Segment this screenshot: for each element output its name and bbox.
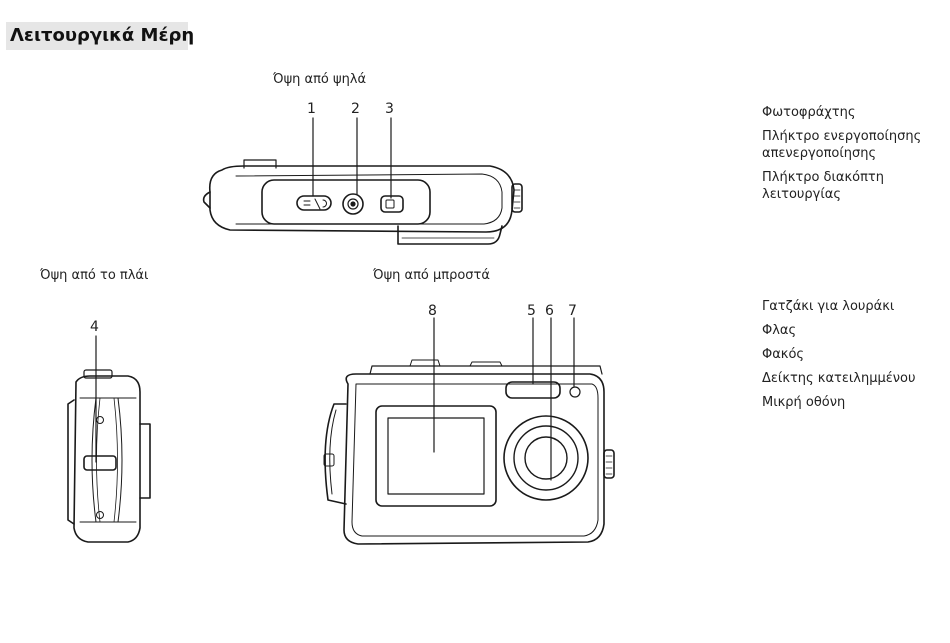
callout-2: 2 [351, 101, 360, 117]
lens-front [504, 416, 588, 500]
top-view-drawing [204, 118, 522, 244]
strap-hook-side [84, 456, 116, 470]
side-view-drawing [68, 336, 150, 542]
callout-7: 7 [568, 303, 577, 319]
callout-6: 6 [545, 303, 554, 319]
front-view-drawing [324, 318, 614, 544]
power-button-top [297, 196, 331, 210]
mode-switch-top [381, 196, 403, 212]
callout-1: 1 [307, 101, 316, 117]
callout-5: 5 [527, 303, 536, 319]
small-screen-front [376, 406, 496, 506]
busy-indicator-front [570, 387, 580, 397]
callout-8: 8 [428, 303, 437, 319]
callout-4: 4 [90, 319, 99, 335]
callout-3: 3 [385, 101, 394, 117]
